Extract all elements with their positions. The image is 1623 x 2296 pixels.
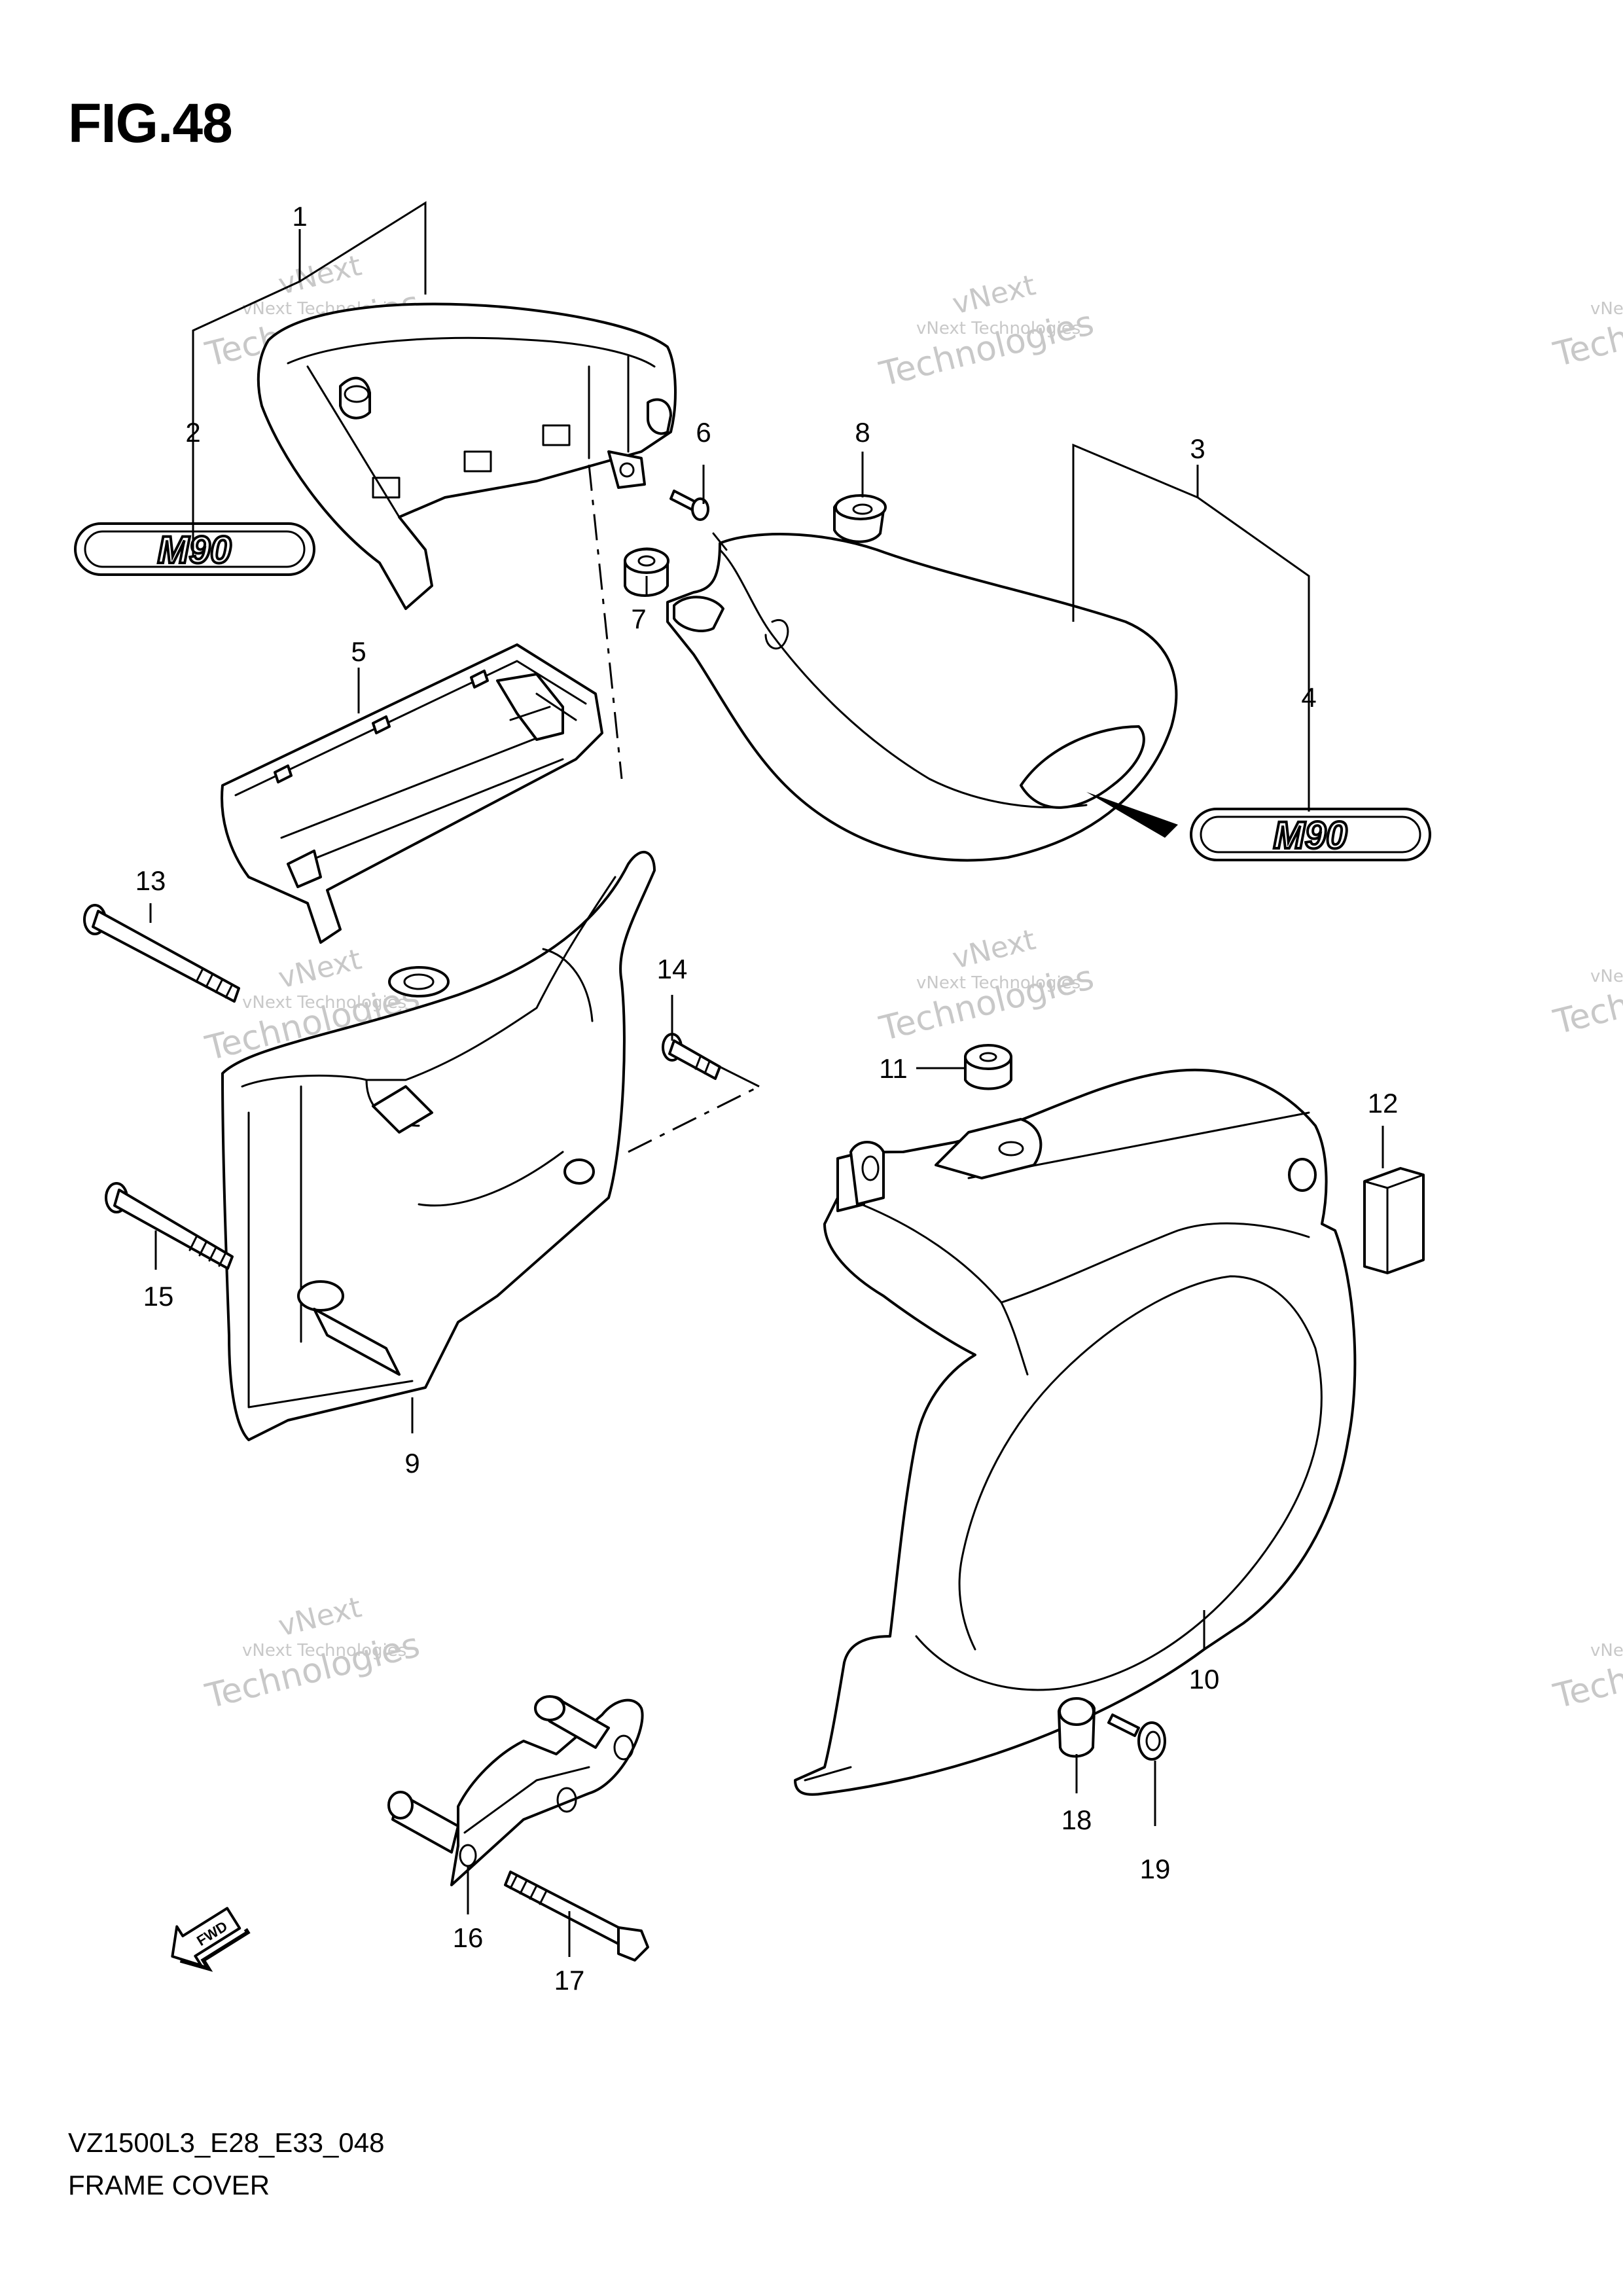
- part-13-bolt: [83, 904, 240, 1003]
- watermark-5: vNext Technologies vNext Technologies: [202, 1590, 424, 1717]
- part-6-screw: [669, 490, 709, 521]
- callout-6: 6: [696, 417, 711, 448]
- svg-text:vNext Technologies: vNext Technologies: [916, 973, 1080, 993]
- model-code: VZ1500L3_E28_E33_048: [68, 2127, 385, 2158]
- callout-19: 19: [1140, 1854, 1171, 1884]
- svg-text:vNext: vNext: [949, 923, 1039, 976]
- callout-8: 8: [855, 417, 870, 448]
- part-15-bolt: [105, 1182, 234, 1270]
- svg-text:Technologies: Technologies: [1550, 952, 1623, 1043]
- part-9-left-frame-cover: [221, 850, 656, 1441]
- callout-14: 14: [657, 954, 688, 984]
- callout-3: 3: [1190, 433, 1205, 464]
- callout-1: 1: [292, 201, 307, 232]
- svg-text:vNext: vNext: [949, 268, 1039, 321]
- part-8-grommet: [833, 494, 887, 543]
- assembly-lines: [588, 464, 760, 1153]
- svg-text:vNext: vNext: [275, 942, 365, 996]
- callout-13: 13: [135, 865, 166, 896]
- svg-text:Technologies: Technologies: [202, 1626, 424, 1717]
- svg-text:vNext: vNext: [275, 1590, 365, 1643]
- callout-9: 9: [404, 1448, 419, 1479]
- svg-text:vNext: vNext: [275, 249, 365, 302]
- svg-text:Technologies: Technologies: [1550, 1626, 1623, 1717]
- callout-7: 7: [631, 603, 646, 634]
- svg-text:vNext Technologies: vNext Technologies: [1590, 967, 1623, 986]
- part-12-cushion: [1363, 1167, 1425, 1274]
- callout-16: 16: [453, 1922, 484, 1953]
- part-17-bolt: [504, 1871, 649, 1962]
- section-name: FRAME COVER: [68, 2170, 270, 2200]
- part-7-grommet: [624, 547, 669, 597]
- svg-text:Technologies: Technologies: [876, 958, 1098, 1049]
- svg-text:vNext Technologies: vNext Technologies: [1590, 299, 1623, 319]
- emblem-pointer-arrow: [1086, 792, 1178, 838]
- part-14-bolt: [662, 1033, 721, 1080]
- part-18-grommet: [1058, 1697, 1096, 1758]
- callout-5: 5: [351, 636, 366, 667]
- callout-4: 4: [1301, 682, 1316, 713]
- svg-text:Technologies: Technologies: [876, 304, 1098, 395]
- watermark-4: vNext Technologies vNext Technologies: [876, 923, 1098, 1049]
- svg-text:vNext Technologies: vNext Technologies: [242, 1641, 406, 1660]
- fwd-arrow-icon: FWD: [171, 1907, 251, 1972]
- callout-10: 10: [1189, 1664, 1220, 1695]
- part-19-screw: [1107, 1713, 1166, 1761]
- callout-17: 17: [554, 1965, 585, 1996]
- part-1-rear-frame-cover: [257, 302, 677, 610]
- part-2-emblem: M90: [74, 522, 315, 576]
- part-3-side-cover: [666, 532, 1178, 862]
- svg-text:vNext Technologies: vNext Technologies: [1590, 1641, 1623, 1660]
- watermark-7: vNext Technologies Technologies: [1550, 284, 1623, 375]
- callout-15: 15: [143, 1281, 174, 1312]
- svg-text:vNext Technologies: vNext Technologies: [242, 993, 406, 1013]
- watermark-9: vNext Technologies Technologies: [1550, 1626, 1623, 1717]
- svg-text:M90: M90: [1274, 814, 1347, 857]
- svg-text:Technologies: Technologies: [1550, 284, 1623, 375]
- watermark-2: vNext Technologies vNext Technologies: [876, 268, 1098, 395]
- watermark-8: vNext Technologies Technologies: [1550, 952, 1623, 1043]
- callout-labels: 1 2 3 4 5 6 7 8 9 10 11 12 13 14 15 16 1…: [135, 201, 1399, 1996]
- callout-12: 12: [1368, 1088, 1399, 1119]
- leader-lines: [149, 201, 1384, 1957]
- svg-text:vNext Technologies: vNext Technologies: [916, 319, 1080, 338]
- part-11-grommet: [964, 1044, 1012, 1090]
- figure-title: FIG.48: [68, 92, 233, 154]
- callout-2: 2: [185, 417, 200, 448]
- part-10-right-frame-cover: [794, 1068, 1357, 1796]
- svg-text:M90: M90: [158, 529, 232, 571]
- callout-11: 11: [879, 1053, 908, 1084]
- part-5-bracket: [221, 643, 603, 944]
- callout-18: 18: [1061, 1804, 1092, 1835]
- part-4-emblem: M90: [1190, 808, 1431, 861]
- part-16-lower-bracket: [387, 1695, 644, 1886]
